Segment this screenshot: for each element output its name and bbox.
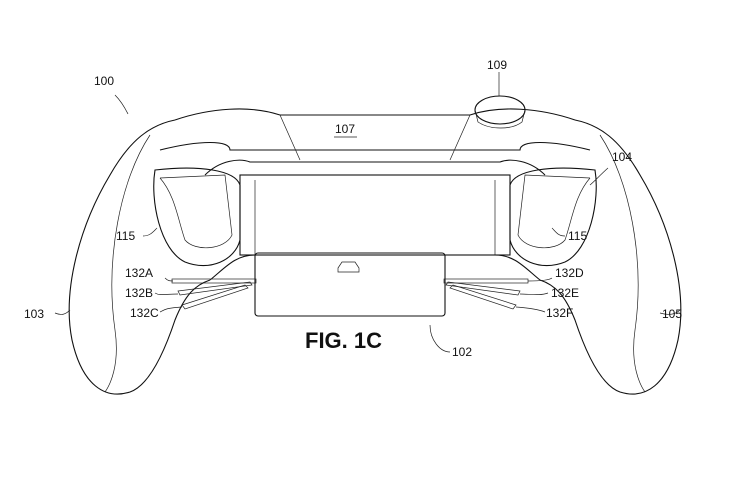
label-104: 104 — [612, 150, 632, 164]
label-132d: 132D — [555, 266, 584, 280]
label-102: 102 — [452, 345, 472, 359]
label-132b: 132B — [125, 286, 153, 300]
leader-lines — [54, 72, 681, 353]
label-115-right: 115 — [568, 229, 587, 243]
controller-body — [68, 95, 682, 395]
label-132a: 132A — [125, 266, 153, 280]
label-100: 100 — [94, 74, 114, 88]
label-107: 107 — [335, 122, 355, 136]
label-132f: 132F — [546, 306, 573, 320]
label-103: 103 — [24, 307, 44, 321]
label-105: 105 — [662, 307, 682, 321]
label-132e: 132E — [551, 286, 579, 300]
label-132c: 132C — [130, 306, 159, 320]
label-115-left: 115 — [116, 229, 135, 243]
label-109: 109 — [487, 58, 507, 72]
figure-title: FIG. 1C — [305, 328, 382, 353]
